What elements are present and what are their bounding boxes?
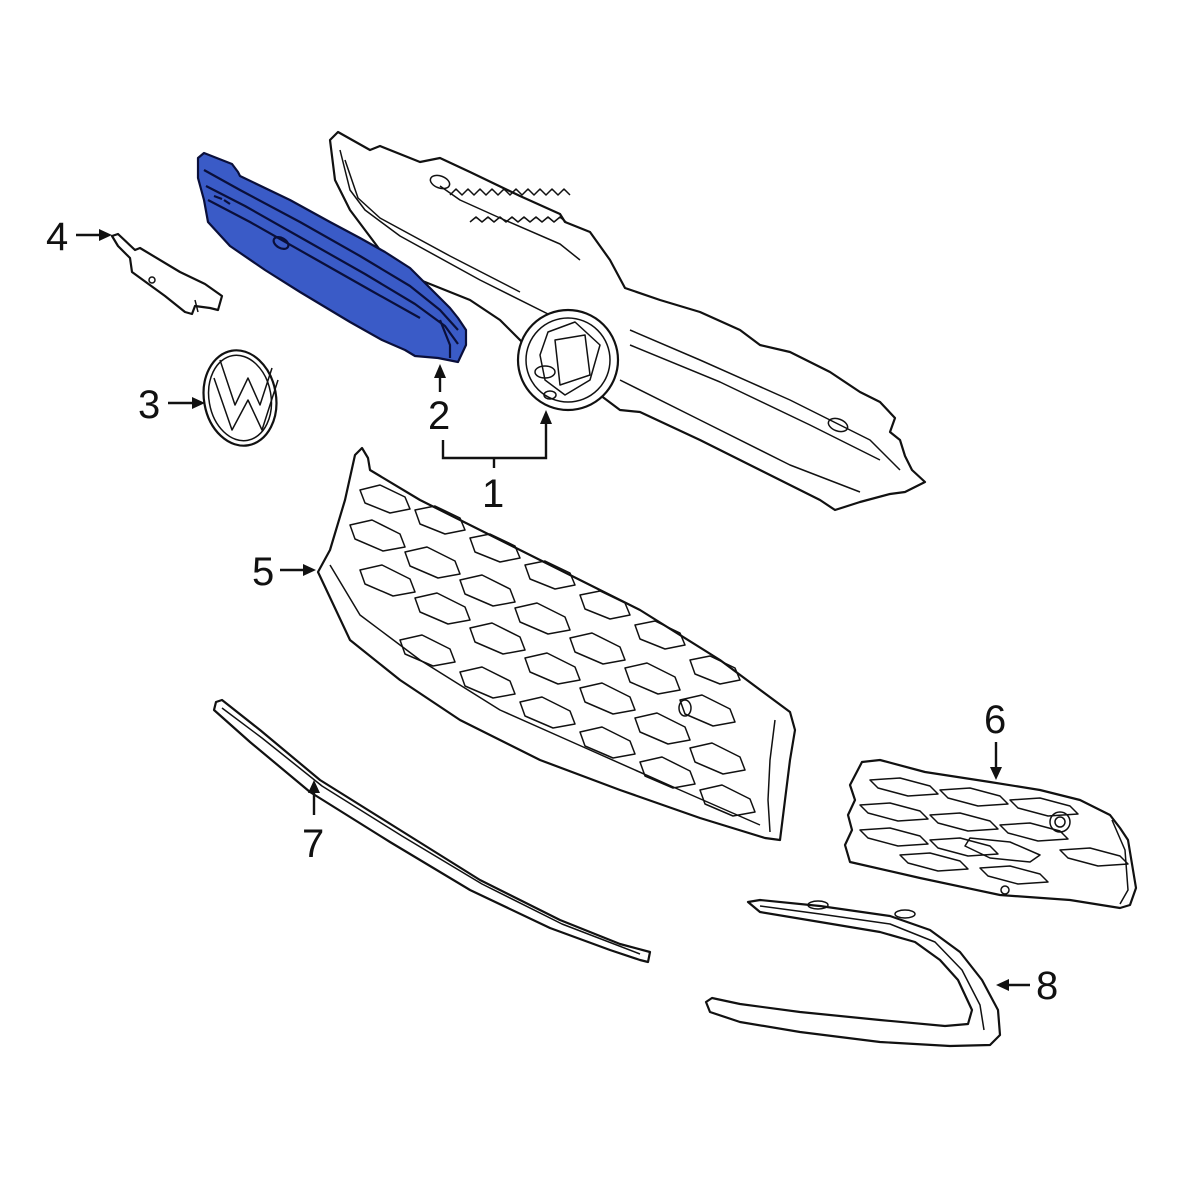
callout-4: 4 bbox=[46, 215, 69, 259]
grille-upper-reinforcement-part[interactable] bbox=[196, 151, 468, 364]
fog-lamp-grille-part[interactable] bbox=[843, 758, 1138, 910]
callout-3: 3 bbox=[138, 383, 161, 427]
grille-assembly-part[interactable] bbox=[328, 130, 927, 512]
callout-7: 7 bbox=[302, 822, 325, 866]
leader-lines bbox=[76, 229, 1030, 991]
callout-8: 8 bbox=[1036, 964, 1059, 1008]
emblem-bracket-part[interactable] bbox=[110, 232, 224, 316]
callout-1: 1 bbox=[482, 472, 505, 516]
callout-6: 6 bbox=[984, 698, 1007, 742]
lower-grille-part[interactable] bbox=[316, 446, 797, 842]
fog-lamp-trim-bezel-part[interactable] bbox=[704, 898, 1002, 1048]
callout-5: 5 bbox=[252, 550, 275, 594]
emblem-part[interactable] bbox=[196, 344, 284, 451]
callout-2: 2 bbox=[428, 394, 451, 438]
